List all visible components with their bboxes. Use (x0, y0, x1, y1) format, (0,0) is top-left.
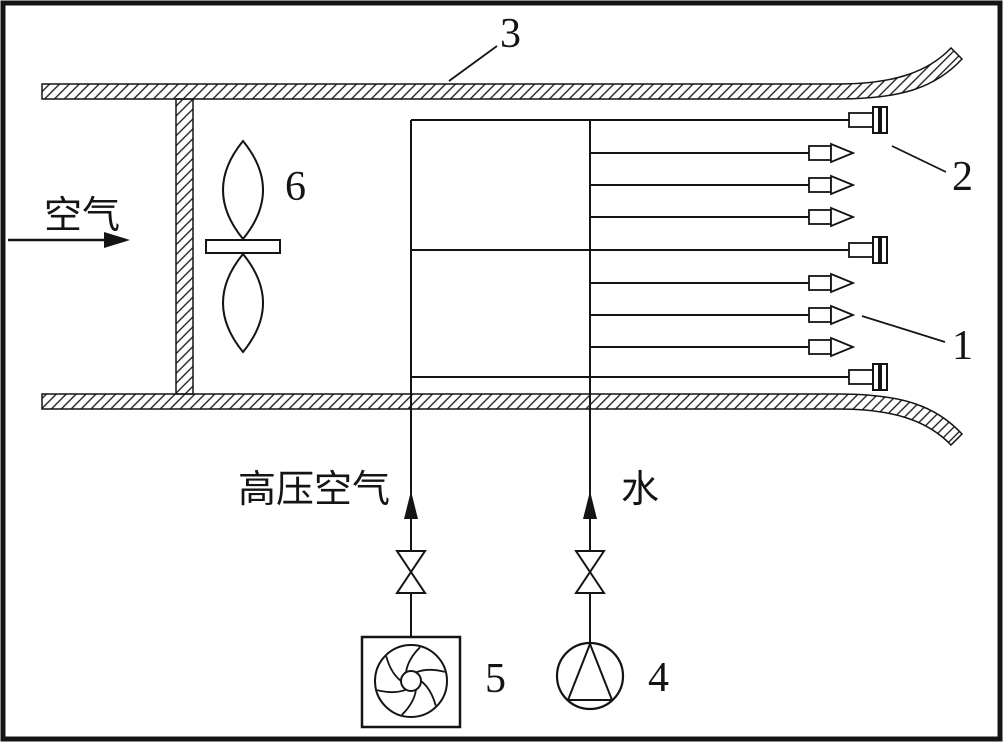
high-pressure-air-label: 高压空气 (238, 467, 390, 511)
water-label: 水 (621, 467, 659, 511)
water-nozzle-row-6 (590, 336, 856, 358)
air-nozzle-row-3 (411, 363, 888, 391)
label-3: 3 (500, 11, 521, 57)
air-nozzle-row-2 (411, 236, 888, 264)
label-1: 1 (952, 323, 973, 369)
water-flow-arrow (583, 491, 597, 519)
water-nozzle-row-3 (590, 206, 856, 228)
water-nozzle-row-4 (590, 272, 856, 294)
pump-triangle (566, 641, 614, 701)
duct-top-wall (41, 46, 964, 100)
air-nozzle-row-1 (411, 106, 888, 134)
fan-hub (205, 239, 281, 254)
compressor (360, 635, 462, 729)
air-inlet-label: 空气 (44, 193, 120, 237)
water-nozzle-row-5 (590, 304, 856, 326)
fan-blade-bottom (222, 252, 264, 354)
air-valve (395, 550, 427, 594)
fan-blade-top (222, 139, 264, 241)
leader-line-1 (861, 315, 946, 343)
label-5: 5 (485, 656, 506, 702)
label-4: 4 (648, 655, 669, 701)
duct-fan (205, 139, 281, 354)
air-inlet-arrow (8, 232, 130, 248)
leader-line-2 (891, 145, 947, 173)
leader-line-3 (448, 45, 498, 82)
pump (555, 641, 625, 711)
water-nozzle-row-2 (590, 174, 856, 196)
label-2: 2 (952, 154, 973, 200)
compressor-blades (376, 646, 446, 716)
duct-bottom-wall (41, 393, 964, 447)
label-6: 6 (285, 164, 306, 210)
water-valve (574, 550, 606, 594)
partition-wall (175, 98, 194, 395)
compressor-hub (400, 670, 422, 692)
air-flow-arrow (404, 491, 418, 519)
water-nozzle-row-1 (590, 142, 856, 164)
